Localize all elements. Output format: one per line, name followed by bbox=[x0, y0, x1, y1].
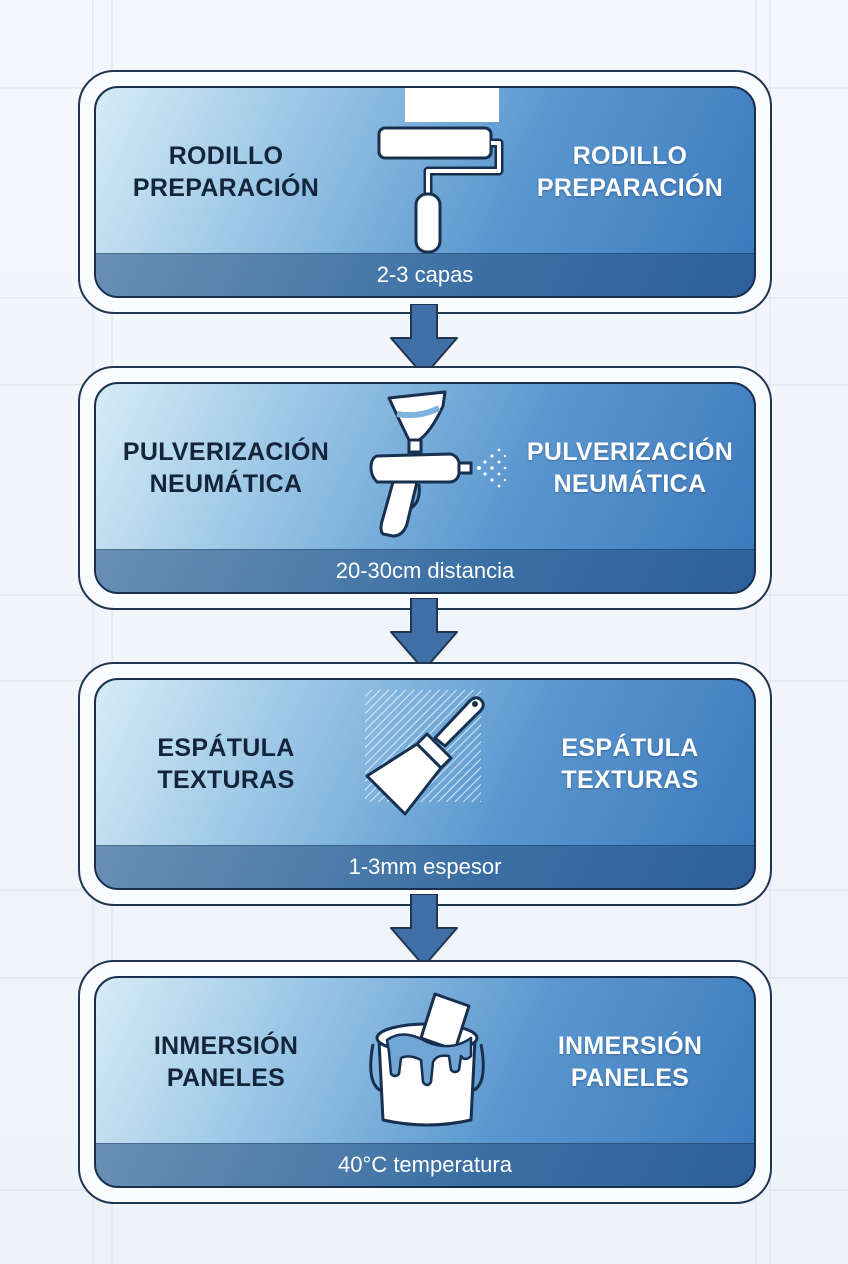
paint-roller-icon bbox=[377, 88, 504, 254]
step-detail: 40°C temperatura bbox=[96, 1143, 754, 1186]
step-detail: 1-3mm espesor bbox=[96, 845, 754, 888]
putty-knife-icon bbox=[365, 690, 485, 816]
spray-gun-icon bbox=[369, 390, 507, 538]
step-detail: 20-30cm distancia bbox=[96, 549, 754, 592]
down-arrow-icon bbox=[390, 598, 458, 671]
step-detail: 2-3 capas bbox=[96, 253, 754, 296]
down-arrow-icon bbox=[390, 894, 458, 967]
paint-bucket-icon bbox=[369, 992, 485, 1127]
down-arrow-icon bbox=[390, 304, 458, 377]
